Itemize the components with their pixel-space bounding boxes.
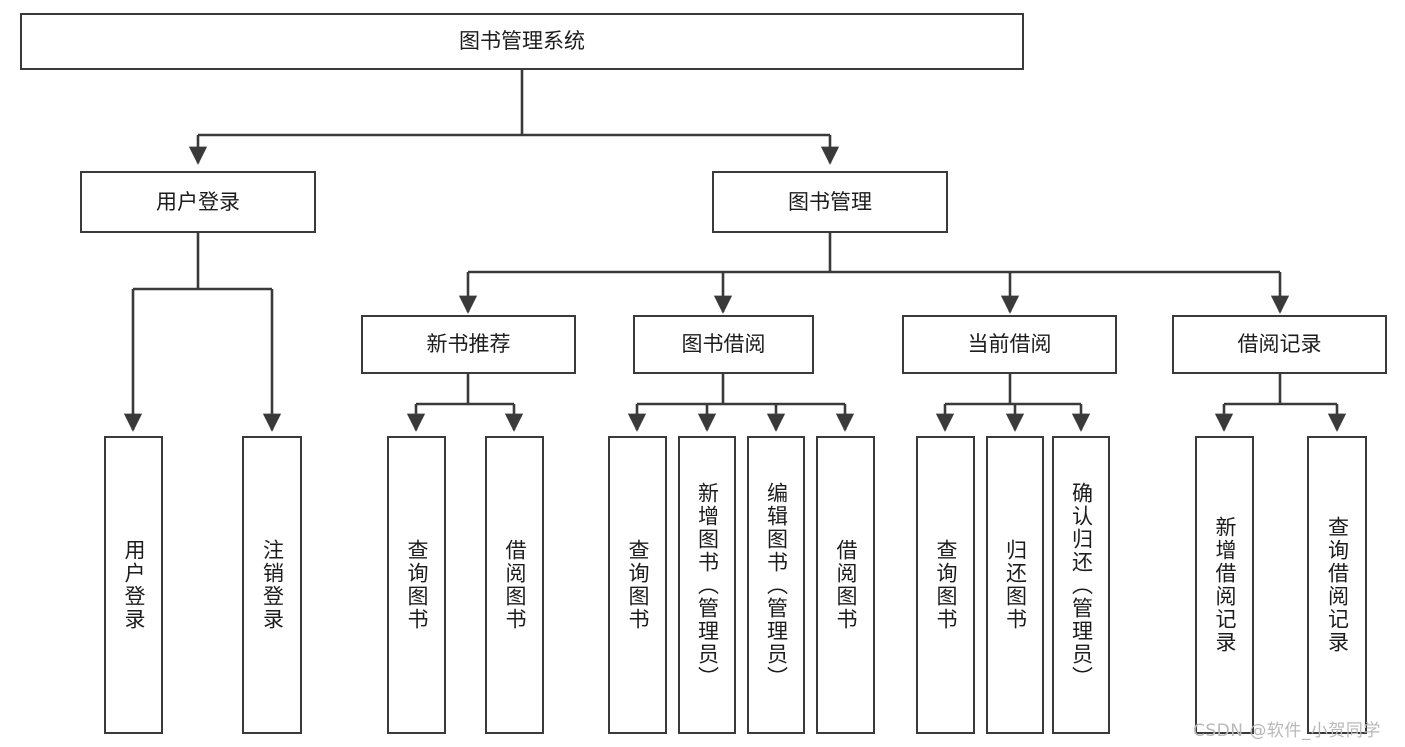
leaf-borrow-books-recommendation[interactable]: 借阅图书 (485, 436, 544, 734)
node-current-borrowing[interactable]: 当前借阅 (902, 315, 1117, 374)
node-label: 借阅图书 (503, 539, 527, 631)
node-label: 查询图书 (934, 539, 958, 631)
leaf-confirm-return-admin[interactable]: 确认归还（管理员） (1052, 436, 1110, 734)
node-label: 新增借阅记录 (1213, 516, 1237, 654)
node-book-borrowing[interactable]: 图书借阅 (633, 315, 814, 374)
node-label: 借阅记录 (1237, 332, 1322, 357)
node-label: 编辑图书（管理员） (764, 481, 789, 689)
node-label: 图书管理系统 (459, 29, 585, 54)
node-label: 图书管理 (788, 189, 872, 214)
leaf-borrow-books-borrowing[interactable]: 借阅图书 (816, 436, 875, 734)
leaf-query-books-recommendation[interactable]: 查询图书 (387, 436, 446, 734)
node-user-login[interactable]: 用户登录 (80, 171, 316, 233)
node-label: 借阅图书 (834, 539, 858, 631)
node-label: 新书推荐 (426, 332, 511, 357)
node-label: 用户登录 (122, 539, 146, 631)
node-label: 确认归还（管理员） (1069, 481, 1094, 689)
node-label: 用户登录 (156, 189, 240, 214)
leaf-query-books-borrowing[interactable]: 查询图书 (608, 436, 667, 734)
node-root-book-management-system[interactable]: 图书管理系统 (20, 13, 1024, 70)
node-book-management[interactable]: 图书管理 (712, 171, 948, 233)
leaf-user-login[interactable]: 用户登录 (104, 436, 163, 734)
node-label: 当前借阅 (967, 332, 1052, 357)
leaf-logout[interactable]: 注销登录 (242, 436, 302, 734)
node-label: 注销登录 (260, 539, 285, 631)
node-label: 图书借阅 (681, 332, 766, 357)
node-label: 查询图书 (626, 539, 650, 631)
leaf-edit-book-admin[interactable]: 编辑图书（管理员） (747, 436, 805, 734)
leaf-return-books[interactable]: 归还图书 (986, 436, 1044, 734)
leaf-add-borrowing-record[interactable]: 新增借阅记录 (1195, 436, 1254, 734)
csdn-watermark: CSDN @软件_小贺同学 (1193, 721, 1381, 741)
node-label: 归还图书 (1003, 539, 1028, 631)
node-borrowing-records[interactable]: 借阅记录 (1172, 315, 1387, 374)
node-label: 新增图书（管理员） (695, 481, 720, 689)
node-new-book-recommendation[interactable]: 新书推荐 (361, 315, 576, 374)
node-label: 查询借阅记录 (1325, 516, 1350, 654)
leaf-query-books-current[interactable]: 查询图书 (916, 436, 975, 734)
leaf-add-book-admin[interactable]: 新增图书（管理员） (678, 436, 736, 734)
leaf-query-borrowing-record[interactable]: 查询借阅记录 (1307, 436, 1367, 734)
node-label: 查询图书 (405, 539, 429, 631)
